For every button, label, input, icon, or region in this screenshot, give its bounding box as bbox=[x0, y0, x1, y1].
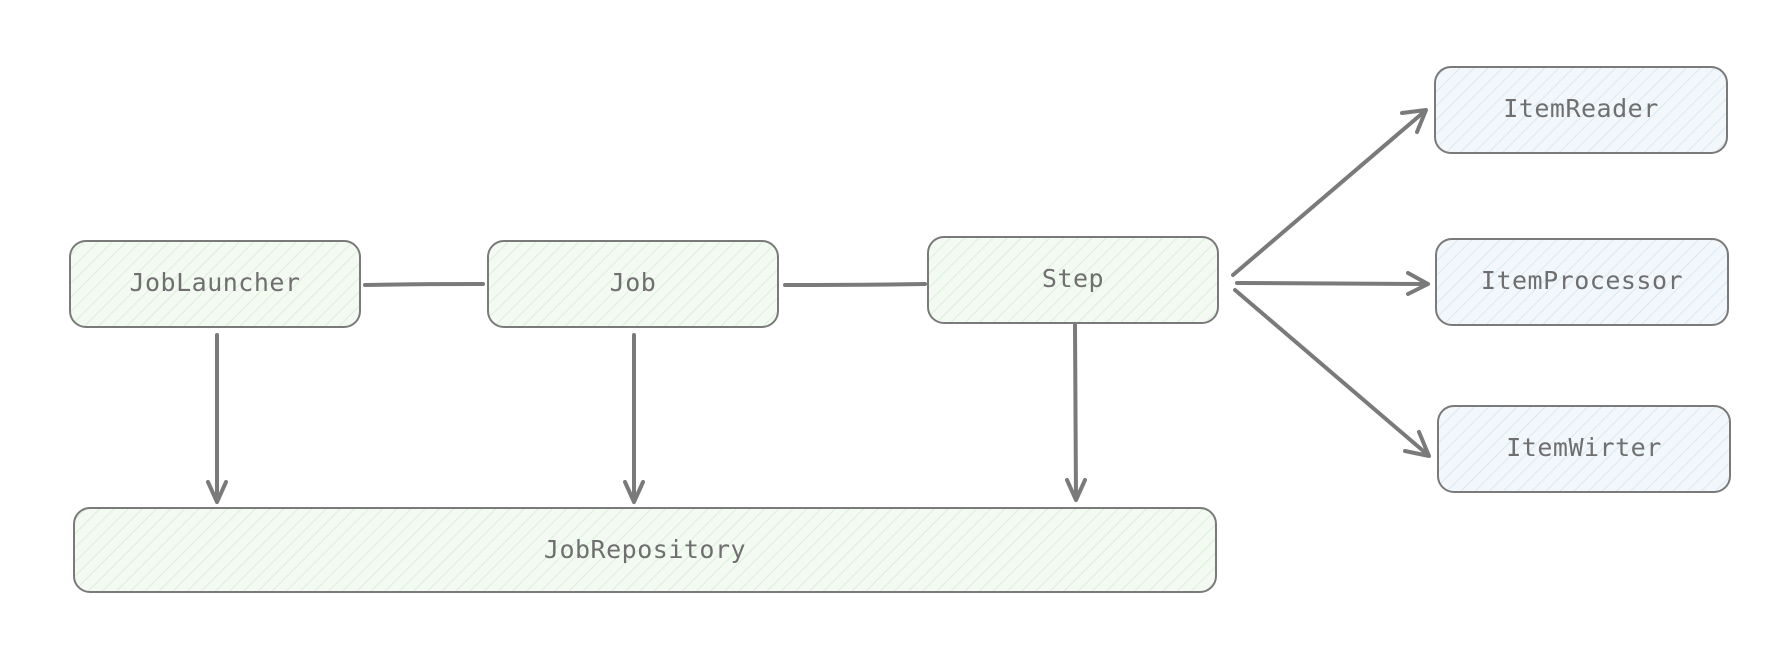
arrow-joblauncher-jobrepository bbox=[206, 333, 228, 504]
arrow-step-jobrepository bbox=[1065, 323, 1087, 502]
node-label-step: Step bbox=[1042, 264, 1104, 293]
connectors bbox=[206, 108, 1431, 504]
node-item-processor[interactable]: ItemProcessor bbox=[1435, 238, 1729, 326]
arrow-step-itemwriter bbox=[1233, 288, 1431, 458]
arrow-step-itemprocessor bbox=[1235, 271, 1430, 296]
node-label-item-reader: ItemReader bbox=[1503, 94, 1659, 123]
node-step[interactable]: Step bbox=[927, 236, 1219, 324]
node-label-job-repository: JobRepository bbox=[544, 535, 746, 564]
node-job[interactable]: Job bbox=[487, 240, 779, 328]
node-label-job: Job bbox=[610, 268, 657, 297]
edge-job-step bbox=[783, 282, 927, 287]
node-label-job-launcher: JobLauncher bbox=[129, 268, 300, 297]
arrow-job-jobrepository bbox=[623, 333, 645, 504]
node-job-launcher[interactable]: JobLauncher bbox=[69, 240, 361, 328]
node-label-item-processor: ItemProcessor bbox=[1481, 266, 1683, 295]
arrow-step-itemreader bbox=[1231, 108, 1428, 277]
node-item-reader[interactable]: ItemReader bbox=[1434, 66, 1728, 154]
edge-joblauncher-job bbox=[363, 282, 485, 287]
node-job-repository[interactable]: JobRepository bbox=[73, 507, 1217, 593]
node-label-item-writer: ItemWirter bbox=[1506, 433, 1662, 462]
node-item-writer[interactable]: ItemWirter bbox=[1437, 405, 1731, 493]
